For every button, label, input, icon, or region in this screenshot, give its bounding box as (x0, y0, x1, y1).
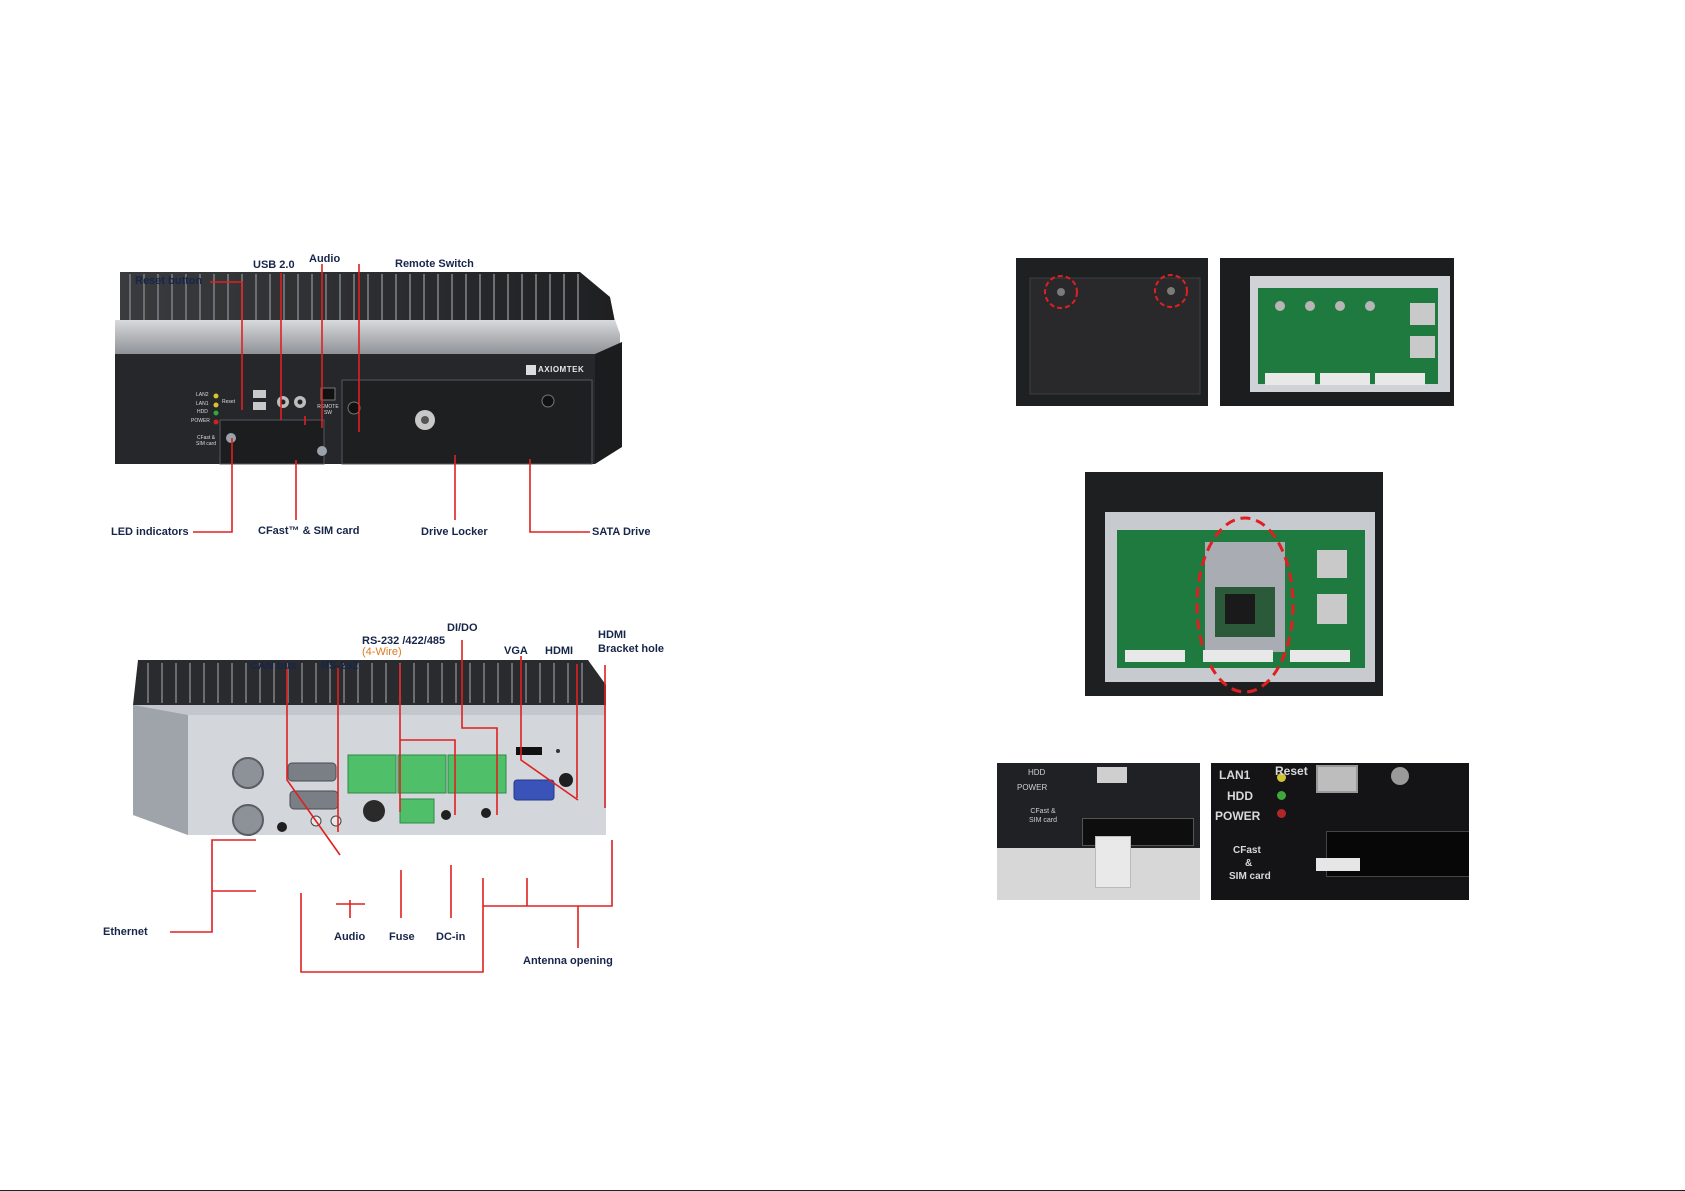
cfast-closeup-right-photo: LAN1 Reset HDD POWER CFast & SIM card (1211, 763, 1469, 900)
device-remote-label: REMOTE SW (317, 404, 339, 416)
front-panel-photo (115, 272, 622, 465)
device-led-label-lan1: LAN1 (196, 401, 209, 407)
callout-cfast-sim: CFast™ & SIM card (258, 525, 360, 537)
callout-audio-front: Audio (309, 253, 341, 265)
callout-4-wire: (4-Wire) (362, 646, 402, 658)
device-led-label-hdd: HDD (197, 409, 208, 415)
closeup-right-cfast-label-3: SIM card (1229, 871, 1271, 882)
device-led-label-lan2: LAN2 (196, 392, 209, 398)
callout-dido: DI/DO (447, 622, 478, 634)
rear-panel-photo (133, 660, 606, 836)
closeup-right-power-label: POWER (1215, 809, 1261, 823)
callout-usb: USB 2.0 (253, 259, 295, 271)
closeup-right-cfast-label-2: & (1245, 858, 1253, 869)
callout-rs232: RS-232 (321, 660, 359, 672)
callout-remote-switch: Remote Switch (395, 258, 474, 270)
callout-rs232-422-485: RS-232 /422/485 (362, 635, 446, 647)
callout-reset-button: Reset button (135, 275, 203, 287)
device-led-label-power: POWER (191, 418, 210, 424)
callout-hdmi-bracket-1: HDMI (598, 629, 627, 641)
callout-hdmi-bracket-2: Bracket hole (598, 643, 665, 655)
pcb-overview-photo (1220, 258, 1454, 406)
callout-led-indicators: LED indicators (111, 526, 189, 538)
device-reset-label: Reset (222, 399, 236, 405)
closeup-right-cfast-label-1: CFast (1233, 845, 1261, 856)
callout-ethernet: Ethernet (103, 926, 148, 938)
callout-fuse: Fuse (389, 931, 415, 943)
closeup-right-hdd-label: HDD (1227, 789, 1253, 803)
callout-dc-in: DC-in (436, 931, 466, 943)
closeup-left-power-label: POWER (1017, 783, 1048, 792)
callout-audio-rear: Audio (334, 931, 366, 943)
closeup-left-hdd-label: HDD (1028, 768, 1046, 777)
closeup-right-lan1-label: LAN1 (1219, 768, 1251, 782)
callout-drive-locker: Drive Locker (421, 526, 488, 538)
callout-vga: VGA (504, 645, 528, 657)
closeup-right-reset-label: Reset (1275, 764, 1308, 778)
callout-sata-drive: SATA Drive (592, 526, 651, 538)
device-cfast-label: CFast & SIM card (195, 435, 216, 447)
cover-photo (1016, 258, 1208, 406)
cfast-closeup-left-photo: HDD POWER CFast & SIM card (997, 763, 1200, 900)
brand-logo-text: AXIOMTEK (538, 365, 585, 374)
callout-antenna-opening: Antenna opening (523, 955, 613, 967)
closeup-left-cfast-label: CFast & SIM card (1028, 808, 1057, 824)
pcb-module-photo (1085, 472, 1383, 696)
callout-can-bus: CAN bus (250, 660, 297, 672)
callout-hdmi: HDMI (545, 645, 574, 657)
